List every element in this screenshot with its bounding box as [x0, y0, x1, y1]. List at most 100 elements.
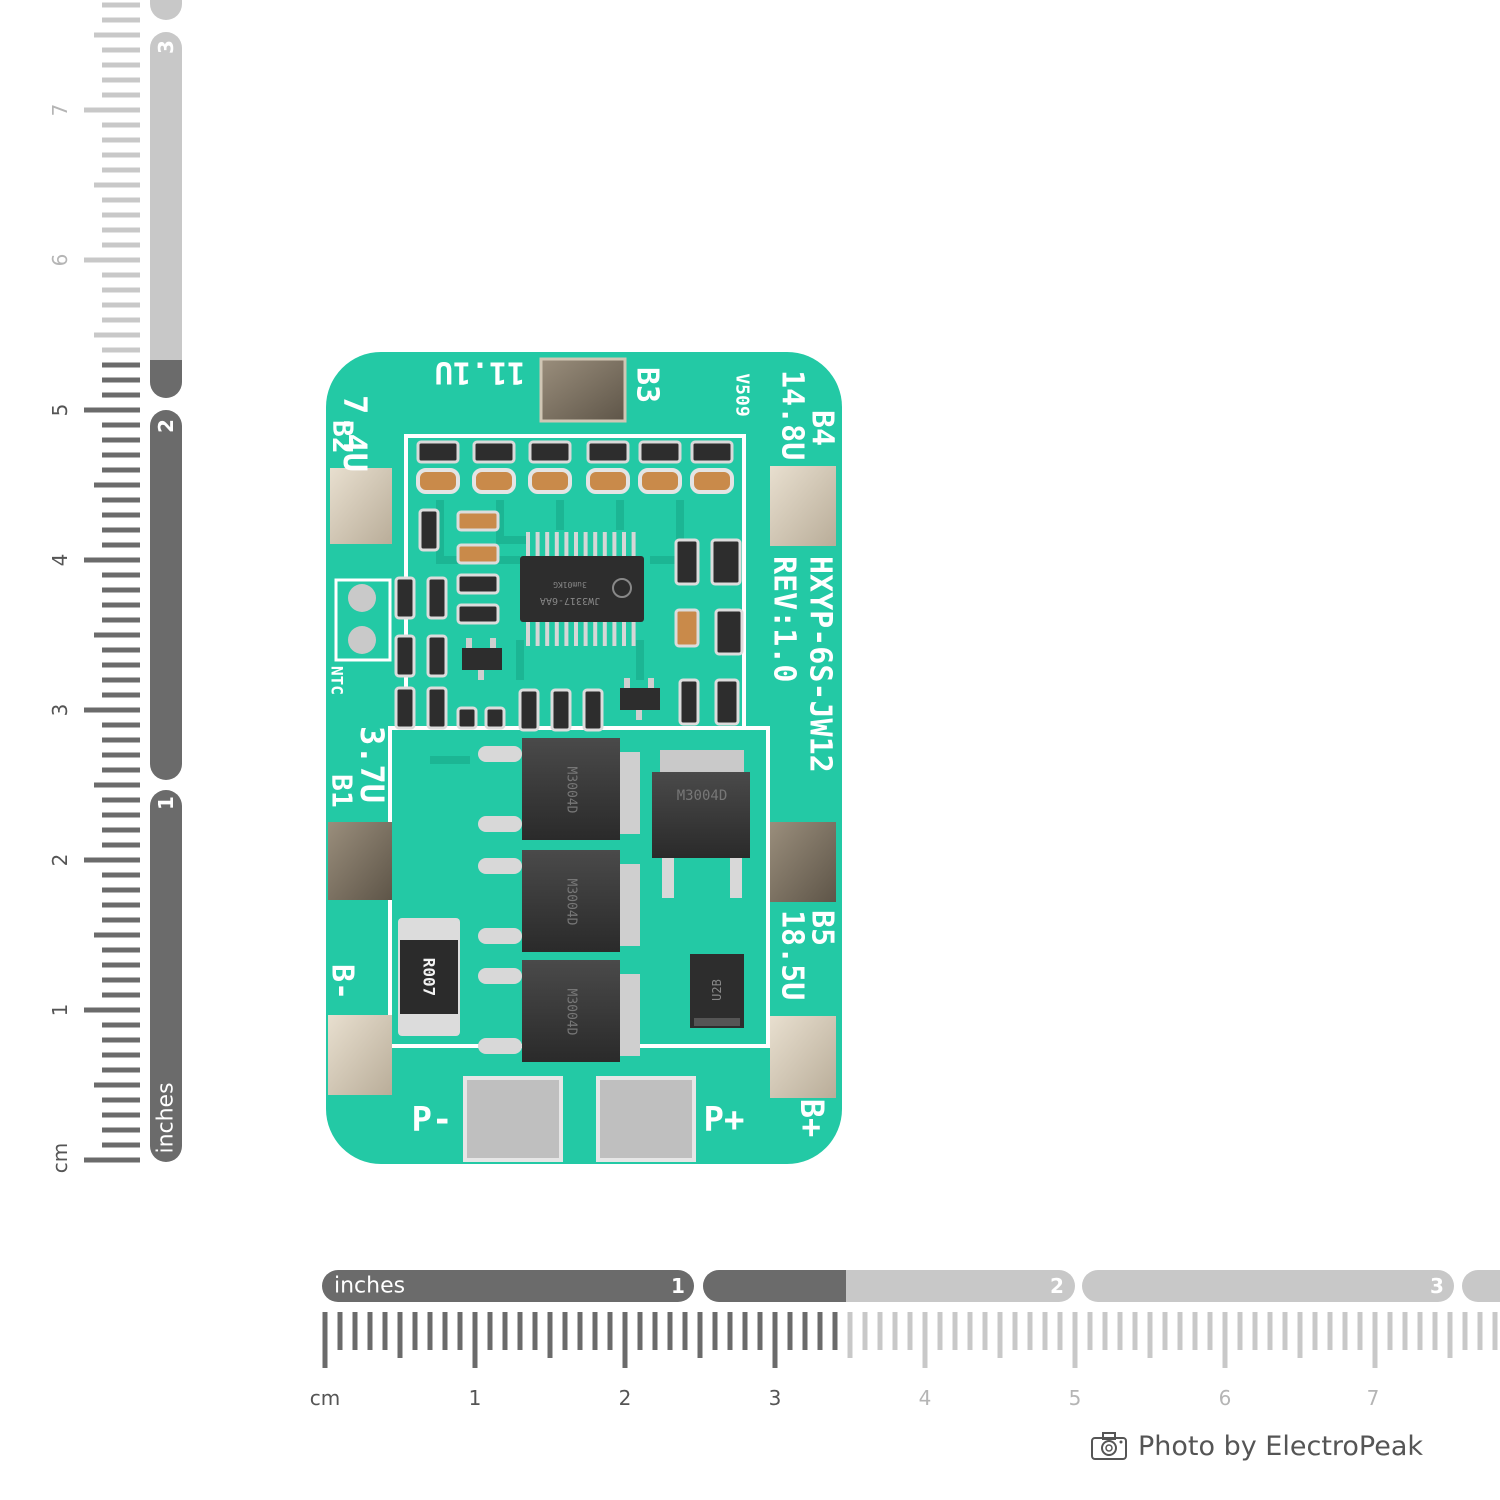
mosfet-3-lead [478, 1038, 522, 1054]
inch-bar-segment [1462, 1270, 1500, 1302]
ruler-tick [102, 797, 140, 803]
mosfet-2-lead [478, 928, 522, 944]
ntc-label: NTC [328, 666, 347, 695]
ruler-tick [637, 1312, 643, 1350]
ruler-tick [577, 1312, 583, 1350]
ruler-tick [1462, 1312, 1468, 1350]
ruler-tick [102, 722, 140, 728]
ruler-tick [937, 1312, 943, 1350]
ruler-tick [652, 1312, 658, 1350]
ruler-tick [742, 1312, 748, 1350]
ruler-tick [102, 1142, 140, 1148]
ruler-tick [102, 302, 140, 308]
smd-resistor [690, 440, 734, 464]
ruler-tick [102, 812, 140, 818]
mosfet-3-lead [478, 968, 522, 984]
ruler-tick [102, 572, 140, 578]
ic-pin [554, 532, 559, 558]
ic-pin [535, 532, 540, 558]
ruler-tick [102, 662, 140, 668]
cm-number: 1 [469, 1386, 482, 1410]
ruler-tick [1327, 1312, 1333, 1350]
pad-b2 [330, 468, 392, 544]
ruler-tick [1177, 1312, 1183, 1350]
ruler-tick [1312, 1312, 1318, 1350]
ruler-tick [547, 1312, 553, 1358]
ruler-tick [102, 977, 140, 983]
smd-resistor [528, 440, 572, 464]
ruler-tick [412, 1312, 418, 1350]
pad-b1 [328, 822, 392, 900]
smd-resistor [416, 440, 460, 464]
ruler-tick [102, 437, 140, 443]
ruler-tick [102, 512, 140, 518]
ic-pin [631, 532, 636, 558]
ic-pin [612, 532, 617, 558]
ruler-tick [1147, 1312, 1153, 1358]
pad-b5 [770, 822, 836, 902]
ic-pin [574, 620, 578, 646]
ruler-tick [102, 1022, 140, 1028]
ruler-tick [102, 902, 140, 908]
mosfet-3-body [522, 960, 620, 1062]
diode-marking: U2B [710, 979, 724, 1001]
mosfet-2-lead [478, 858, 522, 874]
inch-bar-segment [1082, 1270, 1454, 1302]
cm-number: 6 [48, 254, 72, 267]
ruler-tick [592, 1312, 598, 1350]
cm-unit-label: cm [310, 1386, 340, 1410]
mosfet-1-marking: M3004D [564, 767, 579, 814]
inch-bar-segment [703, 1270, 846, 1302]
ruler-tick [102, 1052, 140, 1058]
mosfet-marking: M3004D [677, 788, 728, 804]
ruler-tick [102, 1127, 140, 1133]
ruler-tick [94, 32, 140, 38]
ruler-tick [442, 1312, 448, 1350]
cm-number: 5 [48, 404, 72, 417]
ruler-tick [84, 107, 140, 113]
ruler-tick [997, 1312, 1003, 1358]
ruler-tick [1087, 1312, 1093, 1350]
ruler-tick [1027, 1312, 1033, 1350]
smd-capacitor [456, 543, 500, 565]
ruler-tick [1387, 1312, 1393, 1350]
pad-b4-label: B4 [805, 410, 840, 446]
ruler-tick [94, 182, 140, 188]
shunt-resistor: R007 [398, 918, 460, 1036]
smd-resistor [582, 688, 604, 732]
ruler-tick [102, 827, 140, 833]
cm-number: 2 [619, 1386, 632, 1410]
ruler-tick [1477, 1312, 1483, 1350]
pad-b1-label: B1 [326, 774, 359, 808]
ruler-tick [352, 1312, 358, 1350]
inch-bar-segment [150, 410, 182, 780]
board-model: HXYP-6S-JW12 [803, 556, 838, 773]
ruler-tick [102, 377, 140, 383]
ruler-tick [102, 767, 140, 773]
inch-number: 3 [1430, 1274, 1444, 1298]
ruler-tick [94, 482, 140, 488]
ruler-tick [1372, 1312, 1378, 1368]
mosfet-3-marking: M3004D [564, 989, 579, 1036]
ruler-tick [94, 332, 140, 338]
ruler-tick [1222, 1312, 1228, 1368]
ruler-tick [102, 962, 140, 968]
ruler-tick [1492, 1312, 1498, 1350]
ruler-tick [1042, 1312, 1048, 1350]
ruler-tick [727, 1312, 733, 1350]
smd-components [394, 508, 744, 732]
ic-pin [612, 620, 617, 646]
ic-pin [622, 532, 626, 558]
ic-pin [583, 532, 588, 558]
cm-number: 4 [919, 1386, 932, 1410]
ic-pin [574, 532, 578, 558]
pad-b4 [770, 466, 836, 546]
ruler-tick [102, 287, 140, 293]
pad-b4-voltage: 14.8U [775, 370, 810, 460]
pad-b-minus-label: B- [325, 964, 360, 1000]
ruler-tick [84, 857, 140, 863]
ntc-frame [334, 578, 392, 662]
ruler-tick [1432, 1312, 1438, 1350]
cm-number: 6 [1219, 1386, 1232, 1410]
ruler-tick [802, 1312, 808, 1350]
